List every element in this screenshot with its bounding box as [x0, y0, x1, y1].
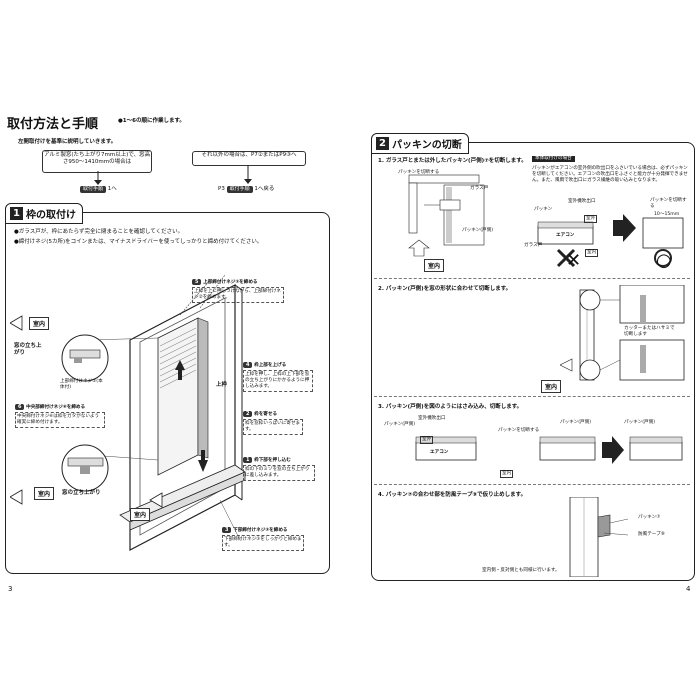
callout-2-num: 2	[243, 411, 253, 417]
step1-diagram-right: ○	[656, 250, 672, 271]
callout-5: 5 上部締付けネジ②を締める 上枠を上に押しつけながら、上部締付けネジ②を締めま…	[192, 279, 284, 303]
step4-footnote: 室内側・反対側とも同様に行います。	[482, 568, 560, 573]
step1-diagram-glass: ガラス戸	[524, 243, 543, 248]
callout-2-body: 枠を窓枠いっぱいに寄せます。	[243, 419, 303, 435]
callout-5-title: 上部締付けネジ②を締める	[203, 280, 258, 285]
left-page-title: 取付方法と手順	[7, 117, 99, 132]
section1-note1: ●ガラス戸が、枠にあたらず完全に閉まることを確認してください。	[14, 229, 184, 235]
left-page-number: 3	[8, 585, 13, 593]
divider-1	[374, 278, 690, 279]
branch-right-text: それ以外の場合は、P7②またはP9③へ	[201, 152, 297, 158]
callout-2: 2 枠を寄せる 枠を窓枠いっぱいに寄せます。	[243, 411, 303, 435]
branch-left-chip: 取付手順	[80, 186, 107, 193]
callout-6-num: 6	[15, 404, 25, 410]
section2-number: 2	[376, 137, 389, 150]
step4-packing-label: パッキン⑦	[638, 515, 661, 520]
branch-left-box: アルミ製窓(たち上がり7mm以上)で、窓高さ950～1410mmの場合は	[42, 150, 152, 173]
step3-text: 3. パッキン(戸側)を図のようにはさみ込み、切断します。	[378, 404, 523, 410]
section1-tab: 1 枠の取付け	[5, 203, 83, 224]
section2-title: パッキンの切断	[392, 140, 462, 151]
right-page-number: 4	[686, 585, 691, 593]
section1-title: 枠の取付け	[26, 210, 76, 221]
callout-5-num: 5	[192, 279, 202, 285]
step3-packing-frame: パッキン(戸側)	[384, 422, 416, 427]
callout-1-title: 枠下部を押し込む	[254, 458, 291, 463]
step1-packing-label: パッキン(戸側)	[462, 228, 494, 233]
callout-1-num: 1	[243, 457, 253, 463]
callout-1-body: 枠の下のミゾを窓の立ち上がりに差し込みます。	[243, 465, 315, 481]
step2-illustration	[560, 285, 685, 381]
window-rise-label-2: 窓の立ち上がり	[62, 490, 101, 496]
section1-number: 1	[10, 207, 23, 220]
room-arrow-label-2: 室内	[34, 487, 55, 500]
divider-2	[374, 396, 690, 397]
step1-diagram-aircon: エアコン	[556, 233, 575, 238]
callout-6-body: 中央締付けネジ⑥は枠をガタがないよう確実に締め付けます。	[15, 412, 105, 428]
branch-left-link[interactable]: 取付手順 1へ	[80, 186, 117, 193]
step1-diagram-cut-label: パッキンを切断する	[650, 198, 687, 209]
section2-tab: 2 パッキンの切断	[371, 133, 469, 154]
divider-3	[374, 484, 690, 485]
step3-illustration	[415, 436, 683, 464]
callout-4-num: 4	[243, 362, 253, 368]
step1-diagram	[537, 214, 684, 268]
step1-diagram-outlet: 室外機吹出口	[568, 199, 596, 204]
step4-illustration	[569, 497, 629, 577]
step2-text: 2. パッキン(戸側)を窓の形状に合わせて切断します。	[378, 286, 512, 292]
step3-outdoor: 室外	[420, 436, 434, 444]
callout-3-num: 3	[222, 527, 232, 533]
step1-diagram-wrong: ✕	[566, 250, 582, 271]
callout-3-body: 下部締付けネジ③をしっかりと締めます。	[222, 535, 304, 551]
step4-tape-label: 防風テープ⑨	[638, 532, 665, 537]
step2-cutter-label: カッターまたはハサミで切断します	[624, 326, 678, 338]
step1-text: 1. ガラス戸とまたは外したパッキン(戸側)⑦を切断します。	[378, 158, 527, 164]
step1-glass-label: ガラス戸	[470, 186, 489, 191]
callout-6-title: 中央部締付けネジ⑥を締める	[26, 405, 86, 410]
room-arrow-label-3: 室内	[130, 508, 151, 521]
branch-right-prefix: P3	[218, 186, 225, 192]
room-arrow-label-1: 室内	[29, 317, 50, 330]
callout-4: 4 枠上部を上げる 上枠を押し、上枠の上下部を窓の立ち上がりにかかるように押し込…	[243, 362, 313, 392]
step1-room-label: 室内	[424, 259, 445, 272]
callout-5-body: 上枠を上に押しつけながら、上部締付けネジ②を締めます。	[192, 287, 284, 303]
step1-cut-label: パッキンを切断する	[398, 170, 440, 175]
step3-packing-side: パッキン(戸側)	[560, 420, 592, 425]
step1-diagram-outdoor: 室外	[584, 215, 598, 223]
section1-note2: ●締付けネジ(5カ所)をコインまたは、マイナスドライバーを使ってしっかりと締め付…	[14, 239, 263, 245]
branch-right-chip: 取付手順	[226, 186, 253, 193]
callout-4-title: 枠上部を上げる	[254, 363, 287, 368]
intro-text: 左開取付けを基準に説明していきます。	[18, 139, 117, 145]
branch-left-arrow	[94, 171, 102, 185]
step2-room-label: 室内	[541, 380, 562, 393]
branch-left-text: アルミ製窓(たち上がり7mm以上)で、窓高さ950～1410mmの場合は	[43, 152, 151, 165]
callout-6: 6 中央部締付けネジ⑥を締める 中央締付けネジ⑥は枠をガタがないよう確実に締め付…	[15, 404, 105, 428]
callout-3-title: 下部締付けネジ③を締める	[233, 528, 288, 533]
branch-right-suffix: 1へ戻る	[254, 186, 275, 192]
step4-text: 4. パッキン⑦の合わせ部を防風テープ⑨で仮り止めします。	[378, 492, 527, 498]
callout-2-title: 枠を寄せる	[254, 412, 278, 417]
callout-3: 3 下部締付けネジ③を締める 下部締付けネジ③をしっかりと締めます。	[222, 527, 304, 551]
callout-4-body: 上枠を押し、上枠の上下部を窓の立ち上がりにかかるように押し込みます。	[243, 370, 313, 392]
step3-aircon-1: エアコン	[430, 450, 449, 455]
window-rise-label-1: 窓の立ち上がり	[14, 343, 42, 356]
step1-illustration	[408, 174, 485, 257]
top-frame-label: 上枠	[216, 382, 228, 388]
screw-label: 上部締付けネジ②(本体付)	[60, 379, 103, 390]
step1-note-body: パッキンがエアコンの室外側の吹出口をふさいでいる場合は、必ずパッキンを切断してく…	[532, 166, 688, 183]
branch-right-link[interactable]: P3 取付手順 1へ戻る	[218, 186, 274, 193]
branch-left-suffix: 1へ	[107, 186, 117, 192]
frame-illustration	[10, 274, 246, 551]
step3-outlet: 室外機吹出口	[418, 416, 446, 421]
step3-cut: パッキンを切断する	[498, 428, 540, 433]
step1-diagram-cut-range: 10～15mm	[654, 212, 680, 217]
step1-note-title: 本体取付けの場合	[532, 156, 575, 162]
step3-indoor: 室内	[500, 470, 514, 478]
step1-diagram-indoor: 室内	[585, 249, 599, 257]
callout-1: 1 枠下部を押し込む 枠の下のミゾを窓の立ち上がりに差し込みます。	[243, 457, 315, 481]
left-page-subtitle: ●1～6の順に作業します。	[118, 118, 185, 124]
step3-packing-side2: パッキン(戸側)	[624, 420, 656, 425]
step1-diagram-packing: パッキン	[534, 207, 553, 212]
branch-right-box: それ以外の場合は、P7②またはP9③へ	[192, 151, 306, 166]
branch-right-arrow	[244, 165, 252, 184]
